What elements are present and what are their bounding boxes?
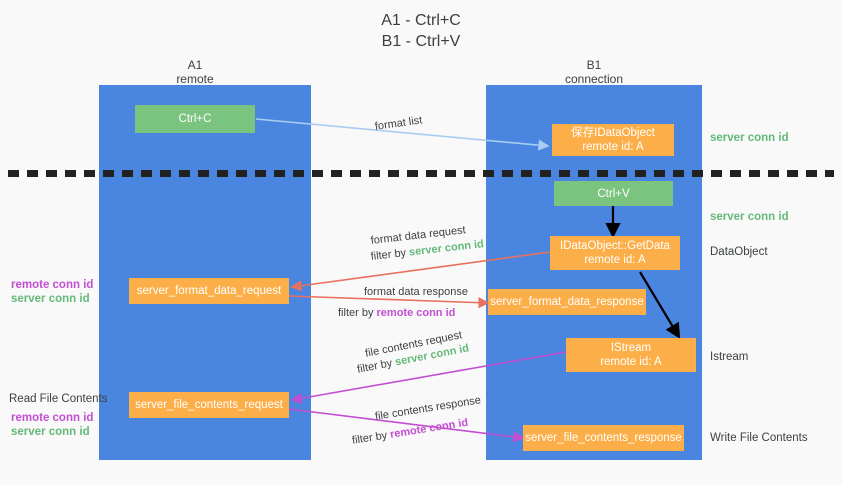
box-save-idataobject-line2: remote id: A [582, 141, 644, 153]
column-header-a1: A1 remote [150, 58, 240, 86]
arrow-label-format-data-response-text: format data response [364, 286, 468, 298]
label-read-file-contents: Read File Contents [9, 393, 108, 405]
box-ctrl-v[interactable]: Ctrl+V [554, 181, 673, 206]
filter-prefix-1: filter by [370, 246, 410, 263]
label-remote-conn-id-2: remote conn id [11, 412, 94, 424]
label-remote-conn-id-1: remote conn id [11, 279, 94, 291]
box-save-idataobject-line1: 保存IDataObject [571, 127, 655, 139]
phase-separator-dashed-line [8, 170, 834, 177]
title-line-2: B1 - Ctrl+V [381, 33, 461, 50]
box-server-format-data-response[interactable]: server_format_data_response [488, 289, 646, 315]
label-write-file-contents: Write File Contents [710, 432, 808, 444]
box-istream[interactable]: IStream remote id: A [566, 338, 696, 372]
title-line-1: A1 - Ctrl+C [381, 12, 461, 29]
box-idataobject-getdata[interactable]: IDataObject::GetData remote id: A [550, 236, 680, 270]
column-b1-sub: connection [564, 72, 624, 86]
arrow-label-format-data-response-filter: filter by remote conn id [338, 306, 455, 320]
column-a1-sub: remote [176, 72, 214, 86]
box-istream-line2: remote id: A [600, 356, 662, 368]
box-server-file-contents-response[interactable]: server_file_contents_response [523, 425, 684, 451]
column-b1-name: B1 [586, 58, 602, 72]
filter-key-remote-conn-id-1: remote conn id [376, 307, 456, 319]
label-server-conn-id-mid: server conn id [710, 211, 789, 223]
filter-key-remote-conn-id-2: remote conn id [389, 416, 469, 441]
label-istream: Istream [710, 351, 749, 363]
box-getdata-line1: IDataObject::GetData [560, 240, 670, 252]
box-getdata-line2: remote id: A [584, 254, 646, 266]
arrow-label-format-data-response: format data response [364, 285, 468, 299]
column-a1-name: A1 [187, 58, 203, 72]
column-header-b1: B1 connection [549, 58, 639, 86]
label-dataobject: DataObject [710, 246, 768, 258]
arrow-label-format-list: format list [374, 114, 424, 133]
label-server-conn-id-top: server conn id [710, 132, 789, 144]
label-server-conn-id-1: server conn id [11, 293, 90, 305]
box-save-idataobject[interactable]: 保存IDataObject remote id: A [552, 124, 674, 156]
diagram-title: A1 - Ctrl+C B1 - Ctrl+V [0, 10, 842, 52]
box-ctrl-c[interactable]: Ctrl+C [135, 105, 255, 133]
label-server-conn-id-2: server conn id [11, 426, 90, 438]
box-istream-line1: IStream [610, 342, 652, 354]
box-server-format-data-request[interactable]: server_format_data_request [129, 278, 289, 304]
box-server-file-contents-request[interactable]: server_file_contents_request [129, 392, 289, 418]
filter-prefix-4: filter by [351, 428, 392, 447]
filter-prefix-2: filter by [338, 307, 377, 319]
arrow-label-file-contents-response-filter: filter by remote conn id [351, 416, 469, 448]
filter-prefix-3: filter by [356, 356, 397, 376]
